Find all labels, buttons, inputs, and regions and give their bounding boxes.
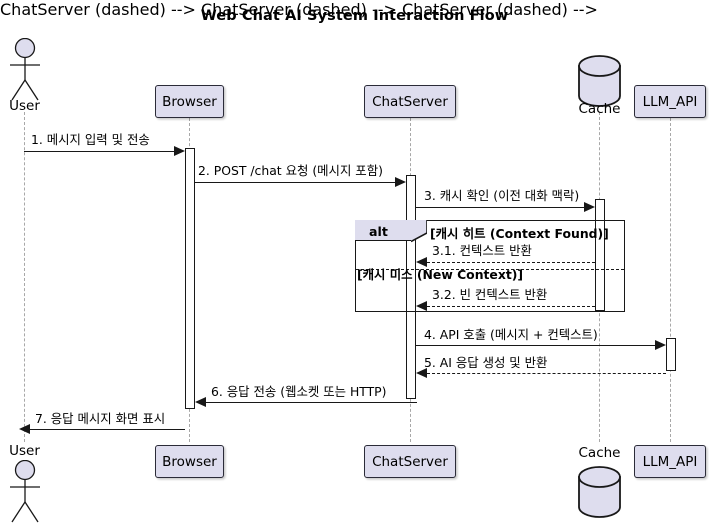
alt-fragment-divider: [356, 269, 624, 270]
alt-fragment-operator-label: alt: [369, 224, 388, 239]
participant-llmapi-top-label: LLM_API: [642, 93, 698, 110]
message-7-label: 7. 응답 메시지 화면 표시: [35, 411, 166, 426]
message-2-label: 2. POST /chat 요청 (메시지 포함): [198, 163, 383, 178]
message-6-label: 6. 응답 전송 (웹소켓 또는 HTTP): [211, 384, 387, 399]
database-cylinder-icon: [578, 466, 621, 518]
message-7-arrowhead: [19, 424, 30, 434]
message-2-line: [195, 182, 397, 183]
participant-cache-bottom-label: Cache: [578, 445, 621, 461]
actor-user-bottom-label: User: [9, 443, 40, 459]
lifeline-llmapi: [670, 118, 671, 442]
activation-browser: [185, 148, 195, 409]
message-4-line: [416, 345, 657, 346]
activation-cache: [595, 199, 605, 311]
message-4-label: 4. API 호출 (메시지 + 컨텍스트): [424, 327, 598, 342]
participant-chatserver-top-label: ChatServer: [372, 93, 448, 110]
message-7-line: [30, 429, 185, 430]
alt-fragment-tab: [355, 220, 412, 241]
message-1-arrowhead: [174, 146, 185, 156]
message-4-arrowhead: [655, 340, 666, 350]
participant-chatserver-bottom-label: ChatServer: [372, 453, 448, 470]
participant-cache-top-label: Cache: [578, 101, 621, 117]
participant-chatserver-bottom[interactable]: ChatServer: [364, 445, 456, 478]
actor-user-top-label: User: [9, 98, 40, 114]
message-3-2-label: 3.2. 빈 컨텍스트 반환: [432, 287, 548, 302]
participant-browser-bottom-label: Browser: [162, 453, 217, 470]
alt-fragment-box: [355, 220, 625, 312]
message-3-line: [416, 207, 586, 208]
message-3-2-line: [427, 306, 595, 307]
message-3-1-label: 3.1. 컨텍스트 반환: [432, 243, 532, 258]
participant-cache-top[interactable]: [576, 55, 623, 111]
message-3-arrowhead: [584, 202, 595, 212]
alt-fragment-tab-corner: [411, 220, 427, 243]
actor-stick-figure-icon: [10, 37, 40, 101]
participant-browser-bottom[interactable]: Browser: [155, 445, 224, 478]
participant-browser-top-label: Browser: [162, 93, 217, 110]
message-6-arrowhead: [195, 397, 206, 407]
participant-llmapi-bottom[interactable]: LLM_API: [634, 445, 706, 478]
message-5-line: [427, 373, 666, 374]
diagram-title: Web Chat AI System Interaction Flow: [200, 8, 509, 24]
actor-stick-figure-icon: [10, 459, 40, 523]
database-cylinder-icon: [578, 55, 621, 107]
lifeline-user: [24, 112, 25, 442]
message-3-2-arrowhead: [416, 301, 427, 311]
participant-cache-bottom[interactable]: [576, 466, 623, 522]
message-1-label: 1. 메시지 입력 및 전송: [31, 132, 150, 147]
message-3-1-line: [427, 262, 595, 263]
message-2-arrowhead: [395, 177, 406, 187]
participant-chatserver-top[interactable]: ChatServer: [364, 85, 456, 118]
participant-llmapi-top[interactable]: LLM_API: [634, 85, 706, 118]
alt-fragment-guard-2: [캐시 미스 (New Context)]: [357, 267, 524, 282]
actor-user-top: [4, 37, 46, 108]
activation-chatserver: [406, 175, 416, 399]
message-3-1-arrowhead: [416, 257, 427, 267]
message-3-label: 3. 캐시 확인 (이전 대화 맥락): [424, 188, 580, 203]
message-1-line: [24, 151, 176, 152]
participant-browser-top[interactable]: Browser: [155, 85, 224, 118]
message-5-arrowhead: [416, 368, 427, 378]
participant-llmapi-bottom-label: LLM_API: [642, 453, 698, 470]
alt-fragment-guard-1: [캐시 히트 (Context Found)]: [430, 226, 609, 241]
activation-llmapi: [666, 338, 676, 371]
actor-user-bottom: [4, 459, 46, 526]
message-6-line: [206, 402, 417, 403]
message-5-label: 5. AI 응답 생성 및 반환: [424, 355, 548, 370]
